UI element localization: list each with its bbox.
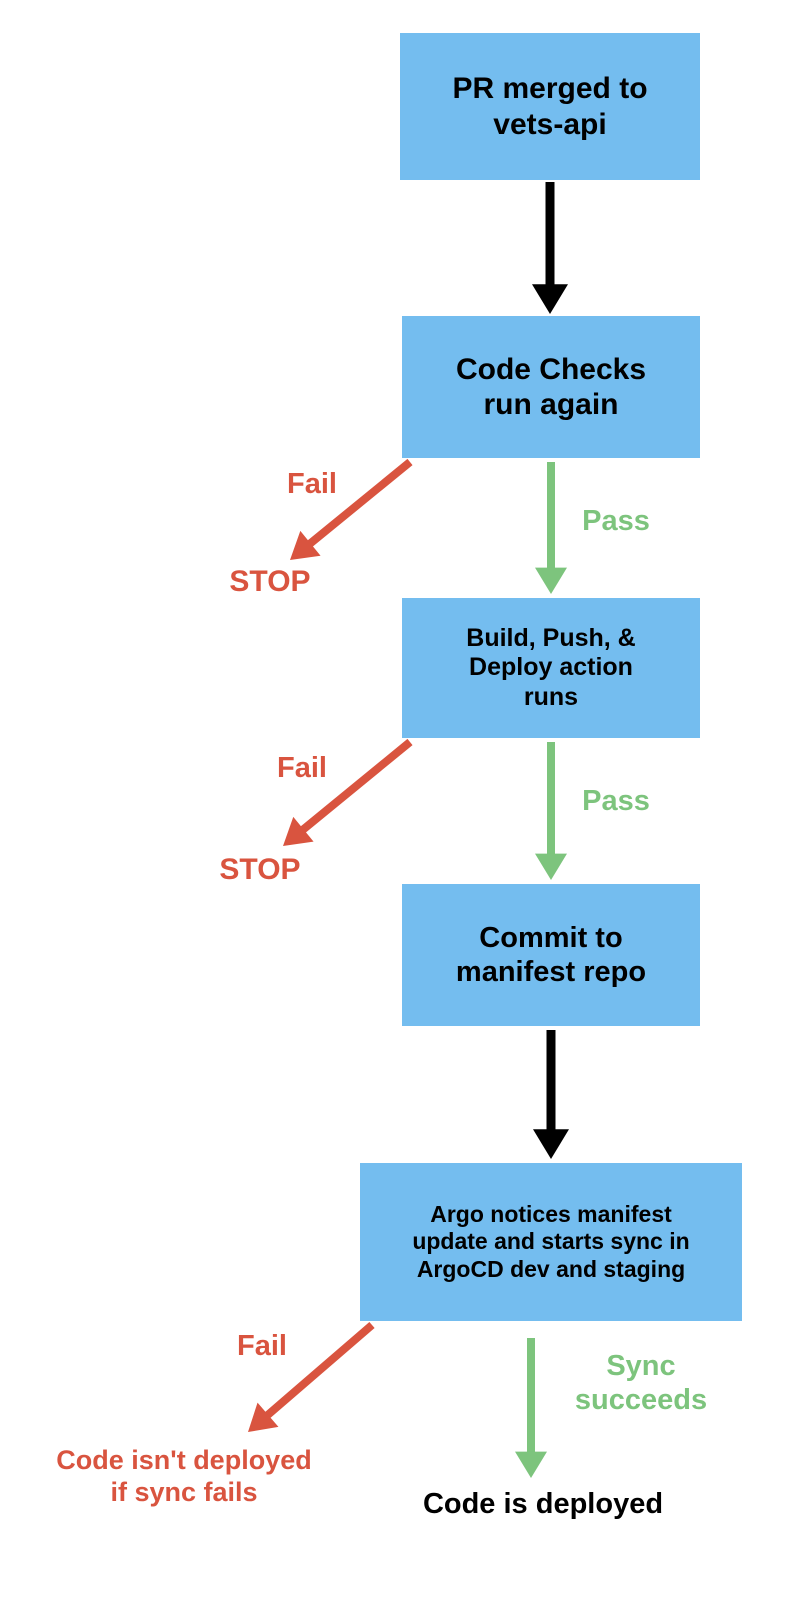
- flow-node-stop-2: STOP: [186, 849, 334, 891]
- flow-node-code-checks: Code Checks run again: [402, 316, 700, 458]
- arrow-head-icon: [535, 567, 567, 594]
- edge-label-edge-argo-fail: Fail: [237, 1330, 287, 1362]
- flow-node-stop-1: STOP: [196, 561, 344, 603]
- flow-node-argo-sync: Argo notices manifest update and starts …: [360, 1163, 742, 1321]
- flow-node-label: Commit to manifest repo: [455, 921, 647, 988]
- edge-label-edge-build-fail: Fail: [277, 752, 327, 784]
- edge-label-edge-checks-fail: Fail: [287, 468, 337, 500]
- flow-node-label: Code is deployed: [422, 1487, 664, 1520]
- arrow-head-icon: [515, 1451, 547, 1478]
- flow-node-label: Build, Push, & Deploy action runs: [466, 623, 636, 711]
- edge-label-edge-build-pass: Pass: [582, 785, 650, 817]
- arrow-head-icon: [290, 530, 321, 560]
- flow-node-label: STOP: [219, 853, 301, 887]
- edge-label-edge-argo-success: Sync succeeds: [574, 1350, 708, 1416]
- flow-node-label: Argo notices manifest update and starts …: [412, 1201, 690, 1282]
- flow-edge-edge-argo-success: [515, 1338, 547, 1478]
- flow-node-label: Code Checks run again: [455, 352, 647, 421]
- flow-node-label: Code isn't deployed if sync fails: [56, 1445, 312, 1507]
- edge-label-edge-checks-pass: Pass: [582, 505, 650, 537]
- flow-node-code-deployed: Code is deployed: [393, 1483, 693, 1525]
- flow-edge-edge-build-pass: [535, 742, 567, 880]
- flow-node-pr-merged: PR merged to vets-api: [400, 33, 700, 180]
- arrow-head-icon: [535, 853, 567, 880]
- flow-node-commit-manifest: Commit to manifest repo: [402, 884, 700, 1026]
- flow-node-build-push-deploy: Build, Push, & Deploy action runs: [402, 598, 700, 738]
- flow-node-label: PR merged to vets-api: [452, 72, 648, 141]
- arrow-head-icon: [533, 1129, 569, 1159]
- arrow-head-icon: [532, 284, 568, 314]
- flow-node-code-not-deployed: Code isn't deployed if sync fails: [8, 1438, 360, 1516]
- arrow-head-icon: [283, 816, 314, 846]
- flow-edge-edge-pr-to-checks: [532, 182, 568, 314]
- flow-node-label: STOP: [229, 565, 311, 599]
- arrow-head-icon: [248, 1402, 279, 1432]
- flow-edge-edge-checks-pass: [535, 462, 567, 594]
- flow-edge-edge-commit-to-argo: [533, 1030, 569, 1159]
